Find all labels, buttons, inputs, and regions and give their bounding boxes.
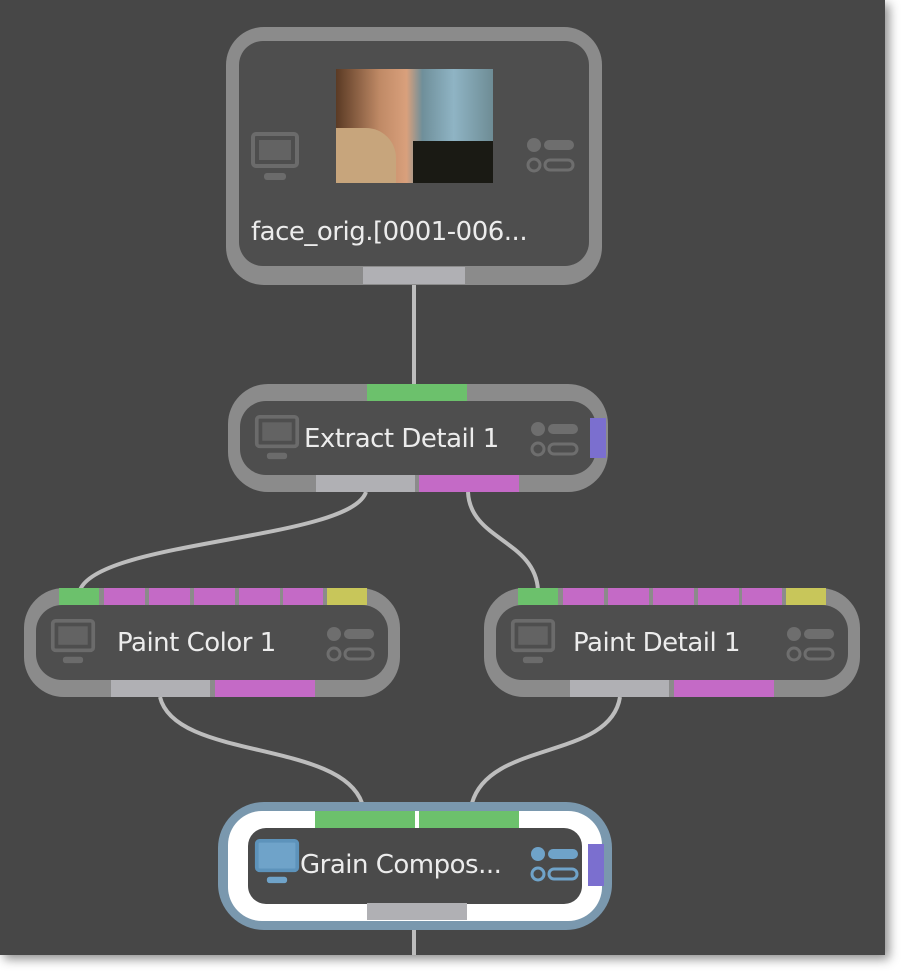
parameters-icon[interactable]	[526, 135, 576, 175]
input-port[interactable]	[283, 588, 323, 605]
input-port-source[interactable]	[518, 588, 558, 605]
input-port[interactable]	[239, 588, 280, 605]
node-extract-detail[interactable]: Extract Detail 1	[228, 384, 608, 492]
input-port[interactable]	[104, 588, 145, 605]
monitor-icon	[254, 839, 300, 884]
input-port-mask[interactable]	[786, 588, 826, 605]
input-port[interactable]	[608, 588, 649, 605]
output-port-alt[interactable]	[674, 680, 774, 697]
wire-paint-color-to-grain	[158, 696, 364, 804]
input-port-source[interactable]	[367, 384, 467, 401]
parameters-icon[interactable]	[326, 624, 376, 664]
monitor-icon	[510, 619, 556, 664]
side-port[interactable]	[590, 418, 606, 458]
node-label: Paint Color 1	[117, 628, 276, 658]
monitor-icon	[254, 415, 300, 460]
node-source[interactable]: face_orig.[0001-006...	[226, 27, 602, 285]
parameters-icon[interactable]	[786, 624, 836, 664]
node-label: Grain Compos...	[300, 850, 502, 880]
wire-paint-detail-to-grain	[470, 696, 622, 804]
input-port[interactable]	[194, 588, 235, 605]
input-port-background[interactable]	[419, 811, 519, 828]
node-label: Extract Detail 1	[304, 424, 499, 454]
input-port-foreground[interactable]	[315, 811, 415, 828]
output-port[interactable]	[363, 267, 465, 284]
monitor-icon	[251, 132, 299, 180]
output-port-alt[interactable]	[215, 680, 315, 697]
thumbnail-image	[336, 69, 493, 183]
side-port[interactable]	[588, 844, 604, 886]
wire-extract-to-paint-detail	[466, 491, 540, 591]
input-port-source[interactable]	[59, 588, 99, 605]
node-label: face_orig.[0001-006...	[251, 217, 528, 247]
input-port-mask[interactable]	[327, 588, 367, 605]
connections	[78, 284, 622, 955]
output-port-high[interactable]	[419, 475, 519, 492]
parameters-icon[interactable]	[530, 419, 580, 459]
input-port[interactable]	[149, 588, 190, 605]
input-port[interactable]	[698, 588, 739, 605]
node-paint-detail[interactable]: Paint Detail 1	[484, 588, 860, 697]
input-port[interactable]	[742, 588, 782, 605]
node-graph-canvas[interactable]: face_orig.[0001-006... Extract Detail 1 …	[0, 0, 885, 955]
output-port[interactable]	[111, 680, 210, 697]
output-port-low[interactable]	[316, 475, 415, 492]
input-port[interactable]	[653, 588, 694, 605]
node-label: Paint Detail 1	[573, 628, 741, 658]
monitor-icon	[50, 619, 96, 664]
output-port[interactable]	[570, 680, 669, 697]
parameters-icon[interactable]	[530, 844, 580, 884]
wire-extract-to-paint-color	[78, 491, 368, 591]
output-port[interactable]	[367, 903, 467, 920]
input-port[interactable]	[563, 588, 604, 605]
node-paint-color[interactable]: Paint Color 1	[24, 588, 400, 697]
node-grain-composite[interactable]: Grain Compos...	[218, 802, 612, 930]
